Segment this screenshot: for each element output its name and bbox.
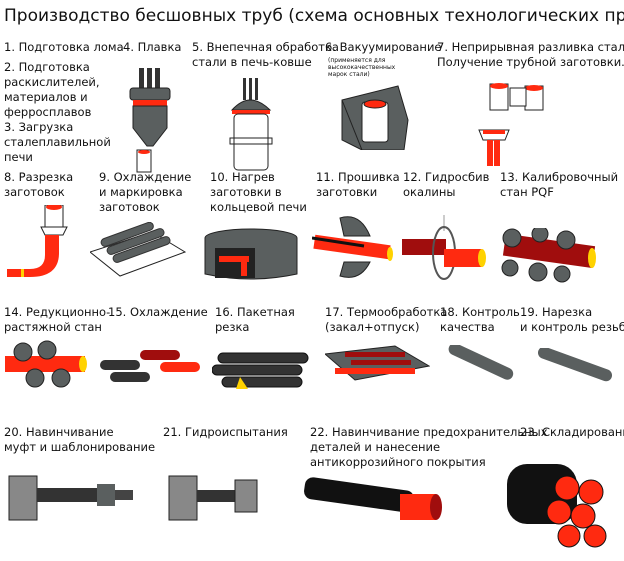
continuous-casting-illustration (478, 83, 544, 166)
step-18-label: 18. Контроль качества (440, 305, 520, 334)
vacuum-chamber-illustration (341, 85, 409, 150)
reducing-mill-illustration (5, 340, 87, 388)
piercing-mill-illustration (312, 216, 393, 278)
step-7-label: 7. Неприрывная разливка стали. Получение… (437, 40, 624, 69)
batch-cutting-illustration (212, 352, 309, 389)
diagram-title: Производство бесшовных труб (схема основ… (4, 6, 624, 26)
step-17-label: 17. Термообработка (закал+отпуск) (325, 305, 448, 334)
coating-illustration (304, 477, 442, 520)
ring-furnace-illustration (204, 228, 298, 280)
coupling-illustration (8, 475, 133, 521)
pqf-mill-illustration (501, 228, 596, 283)
step-2-label: 2. Подготовка раскислителей, материалов … (4, 60, 100, 119)
descaling-illustration (402, 215, 486, 280)
step-19-label: 19. Нарезка и контроль резьбы (520, 305, 624, 334)
step-14-label: 14. Редукционно- растяжной стан (4, 305, 111, 334)
step-9-label: 9. Охлаждение и маркировка заготовок (99, 170, 192, 214)
heat-treatment-illustration (325, 345, 430, 381)
step-4-label: 4. Плавка (123, 40, 182, 54)
step-13-label: 13. Калибровочный стан PQF (500, 170, 619, 199)
billet-cooling-illustration (90, 222, 187, 277)
step-3-label: 3. Загрузка сталеплавильной печи (4, 120, 111, 164)
cooling-bed-illustration (100, 350, 200, 382)
pipe-inspection-illustration (448, 345, 514, 380)
step-8-label: 8. Разрезка заготовок (4, 170, 74, 199)
step-20-label: 20. Навинчивание муфт и шаблонирование (4, 425, 156, 454)
step-6-note: (применяется для высококачественных маро… (328, 57, 396, 78)
threading-illustration (537, 348, 613, 382)
step-23-label: 23. Складирование (520, 425, 624, 439)
ladle-furnace-illustration (229, 78, 273, 171)
step-12-label: 12. Гидросбив окалины (403, 170, 490, 199)
hydrotest-illustration (168, 475, 258, 521)
step-21-label: 21. Гидроиспытания (163, 425, 288, 439)
step-16-label: 16. Пакетная резка (215, 305, 295, 334)
billet-cutting-illustration (7, 205, 68, 277)
step-15-label: 15. Охлаждение (108, 305, 208, 319)
storage-illustration (507, 464, 607, 548)
melting-furnace-illustration (129, 68, 171, 173)
step-22-label: 22. Навинчивание предохранительных детал… (310, 425, 548, 469)
step-6-label: 6. Вакуумирование (325, 40, 442, 54)
step-5-label: 5. Внепечная обработка стали в печь-ковш… (192, 40, 339, 69)
step-1-label: 1. Подготовка лома (4, 40, 124, 54)
step-10-label: 10. Нагрев заготовки в кольцевой печи (210, 170, 307, 214)
step-11-label: 11. Прошивка заготовки (316, 170, 400, 199)
